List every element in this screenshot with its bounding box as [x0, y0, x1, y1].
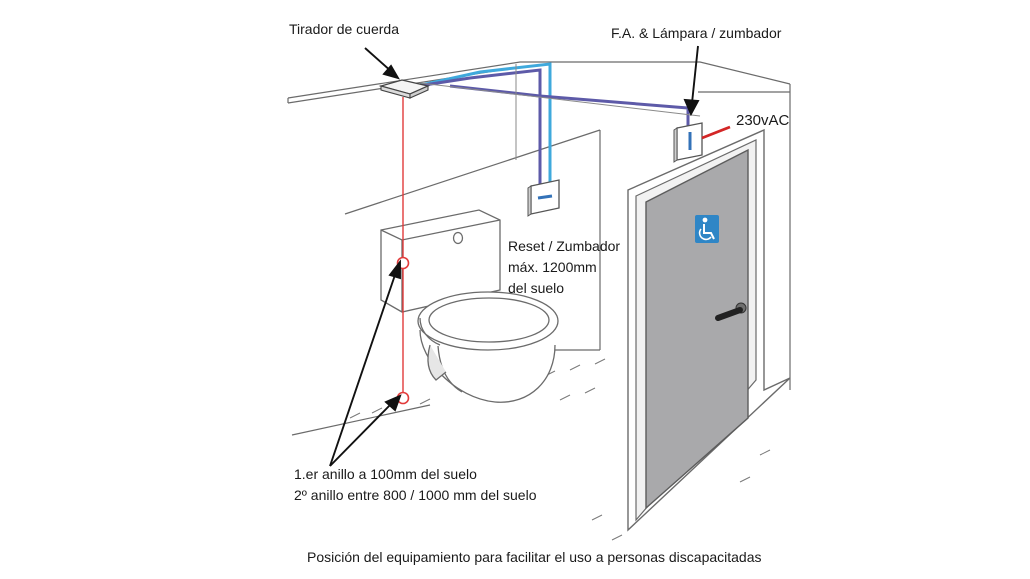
diagram-caption: Posición del equipamiento para facilitar…: [307, 549, 762, 565]
reset-buzzer-unit[interactable]: [527, 179, 560, 217]
fa-lamp-buzzer-label: F.A. & Lámpara / zumbador: [611, 25, 782, 41]
ceiling-line: [419, 82, 701, 117]
room-walls: [287, 61, 791, 436]
reset-buzzer-label: Reset / Zumbador máx. 1200mm del suelo: [508, 236, 620, 299]
door-leaf[interactable]: [645, 148, 749, 510]
cable-light-blue: [407, 62, 552, 186]
reset-buzzer-label-line-2: máx. 1200mm: [508, 259, 597, 275]
toilet-cistern: [380, 209, 501, 313]
floor-hatching: [349, 358, 771, 541]
door-handle-icon[interactable]: [715, 302, 747, 321]
wheelchair-accessibility-icon: [695, 215, 719, 243]
pull-cord-label: Tirador de cuerda: [289, 21, 399, 37]
rings-label-line-1: 1.er anillo a 100mm del suelo: [294, 466, 477, 482]
voltage-label: 230vAC: [736, 112, 790, 129]
toilet-bowl: [417, 291, 559, 403]
reset-buzzer-label-line-1: Reset / Zumbador: [508, 238, 621, 254]
callout-arrows: [329, 45, 700, 467]
reset-buzzer-label-line-3: del suelo: [508, 280, 565, 296]
power-supply-cable: [701, 125, 731, 140]
doorway: [627, 128, 791, 532]
rings-label: 1.er anillo a 100mm del suelo 2º anillo …: [294, 464, 536, 506]
pull-cord-switch[interactable]: [378, 79, 431, 99]
fa-lamp-buzzer-unit[interactable]: [673, 122, 703, 163]
rings-label-line-2: 2º anillo entre 800 / 1000 mm del suelo: [294, 487, 537, 503]
cable-purple: [417, 68, 690, 186]
